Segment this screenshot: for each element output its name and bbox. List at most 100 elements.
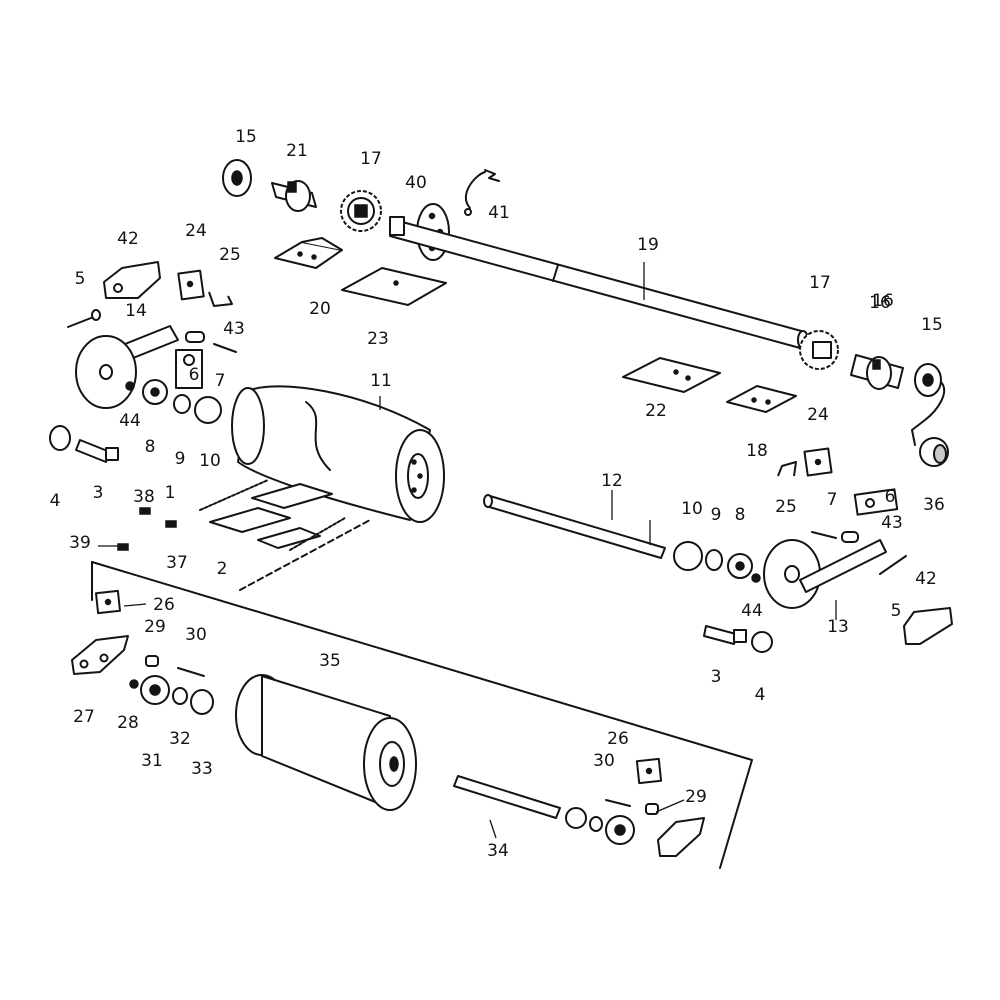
part-8-sprocket-small-right — [727, 553, 753, 579]
callout-4: 4 — [50, 491, 61, 511]
part-5-bolt-right — [879, 555, 907, 575]
callout-28: 28 — [117, 713, 139, 733]
part-27-bracket-right — [657, 817, 705, 857]
part-33-bushing-right — [565, 807, 587, 829]
part-33-bushing-left — [190, 689, 214, 715]
callout-9: 9 — [175, 449, 186, 469]
part-29-pin-right — [645, 803, 659, 815]
part-3-bolt-left — [75, 439, 119, 463]
callout-22: 22 — [645, 401, 667, 421]
callout-31: 31 — [141, 751, 163, 771]
callout-6-secondary: 6 — [885, 487, 896, 507]
callout-42: 42 — [117, 229, 139, 249]
part-14-lever-arm — [75, 325, 179, 409]
callout-7: 7 — [215, 371, 226, 391]
callout-36: 36 — [923, 495, 945, 515]
part-35-drum — [235, 674, 417, 811]
part-10-bushing-right — [673, 541, 703, 571]
part-20-bracket-plate — [274, 237, 343, 269]
callout-10-secondary: 10 — [681, 499, 703, 519]
part-15-bearing-right — [911, 363, 946, 446]
callout-16: 16 — [872, 291, 894, 311]
part-26-plate-right — [635, 757, 663, 785]
part-11-roller-drum — [231, 385, 445, 523]
callout-41: 41 — [488, 203, 510, 223]
part-44-nut-left — [125, 381, 135, 391]
part-44-nut-right — [751, 573, 761, 583]
callout-15: 15 — [235, 127, 257, 147]
callout-43: 43 — [223, 319, 245, 339]
part-4-cap-right — [751, 631, 773, 653]
callout-11: 11 — [370, 371, 392, 391]
part-39-key — [117, 543, 129, 551]
part-23-cover-plate — [341, 267, 447, 306]
part-25-clip-left — [208, 291, 233, 307]
callout-26-secondary: 26 — [607, 729, 629, 749]
part-36-bushing — [919, 437, 949, 467]
part-9-washer-right — [705, 549, 723, 571]
callout-1: 1 — [165, 483, 176, 503]
part-31-sprocket — [140, 675, 170, 705]
callout-40: 40 — [405, 173, 427, 193]
part-29-pin-left — [145, 655, 159, 667]
callout-26: 26 — [153, 595, 175, 615]
part-7-screw-left — [213, 343, 237, 353]
callout-30: 30 — [185, 625, 207, 645]
part-32-washer-right — [589, 816, 603, 832]
part-43-pin-left — [185, 331, 205, 343]
callout-43-secondary: 43 — [881, 513, 903, 533]
part-30-screw-right — [605, 799, 631, 807]
part-37-key — [165, 520, 177, 528]
callout-6: 6 — [189, 365, 200, 385]
part-26-plate-left — [95, 589, 121, 615]
leader-lines — [98, 262, 837, 839]
part-18-bracket-plate-right — [726, 385, 797, 413]
part-15-bearing-left — [222, 159, 252, 197]
part-43-pin-right — [841, 531, 859, 543]
callout-13: 13 — [827, 617, 849, 637]
callout-33: 33 — [191, 759, 213, 779]
callout-37: 37 — [166, 553, 188, 573]
part-42-bracket-left — [103, 261, 161, 299]
callout-35: 35 — [319, 651, 341, 671]
part-19-main-shaft — [389, 216, 809, 350]
callout-23: 23 — [367, 329, 389, 349]
callout-42-secondary: 42 — [915, 569, 937, 589]
callout-14: 14 — [125, 301, 147, 321]
callout-10: 10 — [199, 451, 221, 471]
callout-15-secondary: 15 — [921, 315, 943, 335]
part-27-bracket — [71, 635, 129, 675]
callout-17-secondary: 17 — [809, 273, 831, 293]
part-34-shaft — [453, 775, 561, 819]
part-1-chain-strip — [199, 479, 269, 511]
callout-20: 20 — [309, 299, 331, 319]
callout-17: 17 — [360, 149, 382, 169]
part-6-bracket-right — [853, 488, 899, 516]
roller-kit-box-outline — [91, 561, 753, 869]
part-4-cap-left — [49, 425, 71, 451]
callout-4-secondary: 4 — [755, 685, 766, 705]
part-6-bracket-left — [175, 349, 203, 389]
callout-5-secondary: 5 — [891, 601, 902, 621]
callout-32: 32 — [169, 729, 191, 749]
part-21-bearing-housing — [271, 180, 317, 212]
callout-27: 27 — [73, 707, 95, 727]
callout-44: 44 — [119, 411, 141, 431]
part-30-screw-left — [177, 667, 205, 677]
callout-19: 19 — [637, 235, 659, 255]
callout-9-secondary: 9 — [711, 505, 722, 525]
part-42-bracket-right — [903, 607, 953, 645]
callout-34: 34 — [487, 841, 509, 861]
callout-30-secondary: 30 — [593, 751, 615, 771]
part-28-nut — [129, 679, 139, 689]
part-12-lower-shaft — [483, 494, 666, 559]
callout-2: 2 — [217, 559, 228, 579]
part-16-bearing-housing-right — [850, 354, 904, 390]
callout-8-secondary: 8 — [735, 505, 746, 525]
part-2-blades — [209, 483, 371, 591]
callout-5: 5 — [75, 269, 86, 289]
part-17-sprocket-left — [340, 190, 382, 232]
callout-29-secondary: 29 — [685, 787, 707, 807]
